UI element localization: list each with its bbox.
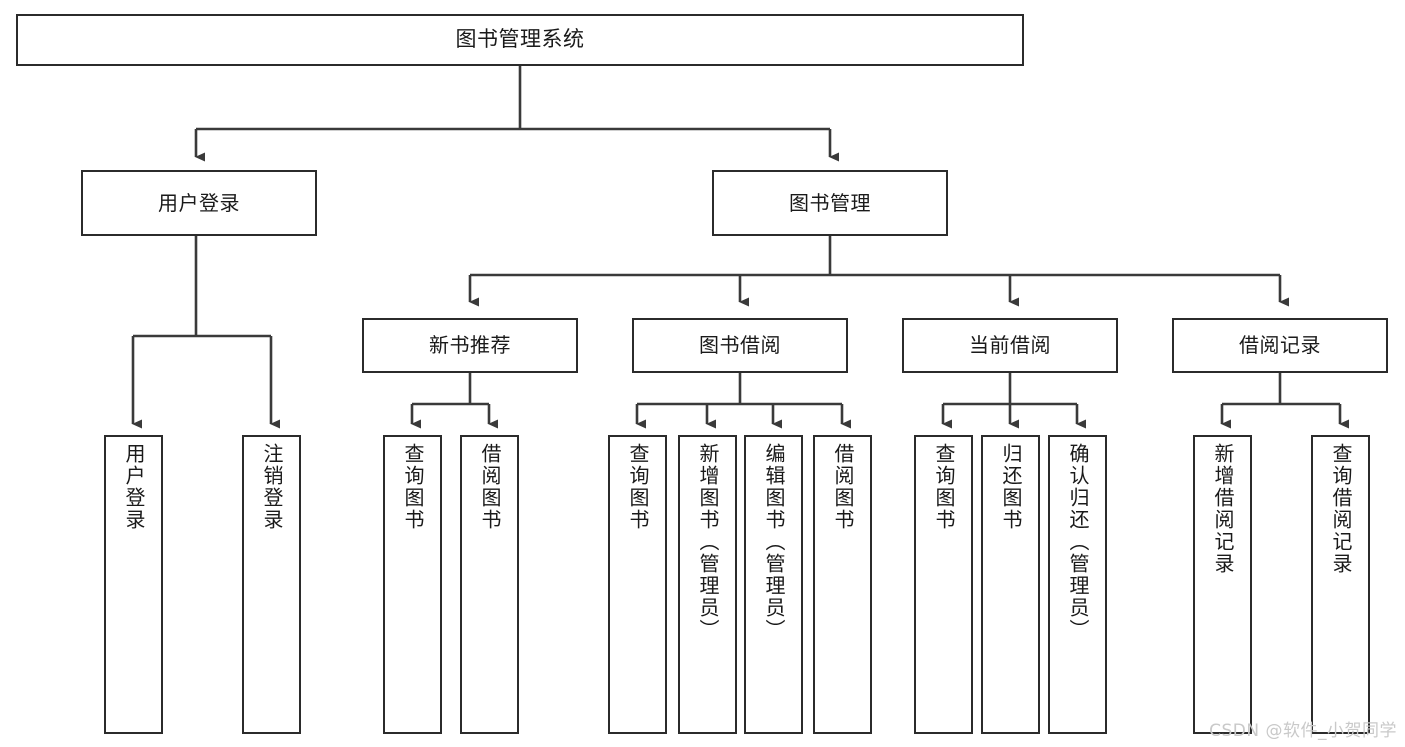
node-leaf-borrow-books[interactable]: 借阅图书 [813,435,872,734]
node-label: 注销登录 [260,443,284,531]
node-label: 用户登录 [122,443,146,531]
node-leaf-query-books-recommend[interactable]: 查询图书 [383,435,442,734]
node-leaf-user-login[interactable]: 用户登录 [104,435,163,734]
node-leaf-query-books-borrow[interactable]: 查询图书 [608,435,667,734]
node-label: 当前借阅 [969,333,1051,358]
node-leaf-logout[interactable]: 注销登录 [242,435,301,734]
node-label: 查询图书 [626,443,650,531]
node-current-borrowing[interactable]: 当前借阅 [902,318,1118,373]
node-leaf-query-books-current[interactable]: 查询图书 [914,435,973,734]
node-borrowing-records[interactable]: 借阅记录 [1172,318,1388,373]
node-leaf-edit-book-admin[interactable]: 编辑图书（管理员） [744,435,803,734]
node-new-book-recommendation[interactable]: 新书推荐 [362,318,578,373]
node-label: 归还图书 [999,443,1023,531]
node-book-borrowing[interactable]: 图书借阅 [632,318,848,373]
node-leaf-add-borrow-record[interactable]: 新增借阅记录 [1193,435,1252,734]
node-label: 图书借阅 [699,333,781,358]
node-book-management[interactable]: 图书管理 [712,170,948,236]
csdn-watermark: CSDN @软件_小贺同学 [1209,721,1397,741]
node-label: 借阅图书 [478,443,502,531]
node-leaf-return-books[interactable]: 归还图书 [981,435,1040,734]
node-leaf-add-book-admin[interactable]: 新增图书（管理员） [678,435,737,734]
node-user-login[interactable]: 用户登录 [81,170,317,236]
node-leaf-query-borrow-record[interactable]: 查询借阅记录 [1311,435,1370,734]
node-label: 查询借阅记录 [1329,443,1353,575]
node-leaf-borrow-books-recommend[interactable]: 借阅图书 [460,435,519,734]
node-label: 新增图书（管理员） [696,443,720,641]
node-label: 图书管理 [789,190,871,215]
node-label: 图书管理系统 [455,27,585,52]
node-label: 新增借阅记录 [1211,443,1235,575]
node-label: 借阅图书 [831,443,855,531]
node-label: 查询图书 [401,443,425,531]
node-label: 新书推荐 [429,333,511,358]
node-label: 借阅记录 [1239,333,1321,358]
node-root-book-management-system[interactable]: 图书管理系统 [16,14,1024,66]
node-label: 查询图书 [932,443,956,531]
node-label: 用户登录 [158,190,240,215]
node-label: 编辑图书（管理员） [762,443,786,641]
node-label: 确认归还（管理员） [1066,443,1090,641]
node-leaf-confirm-return-admin[interactable]: 确认归还（管理员） [1048,435,1107,734]
